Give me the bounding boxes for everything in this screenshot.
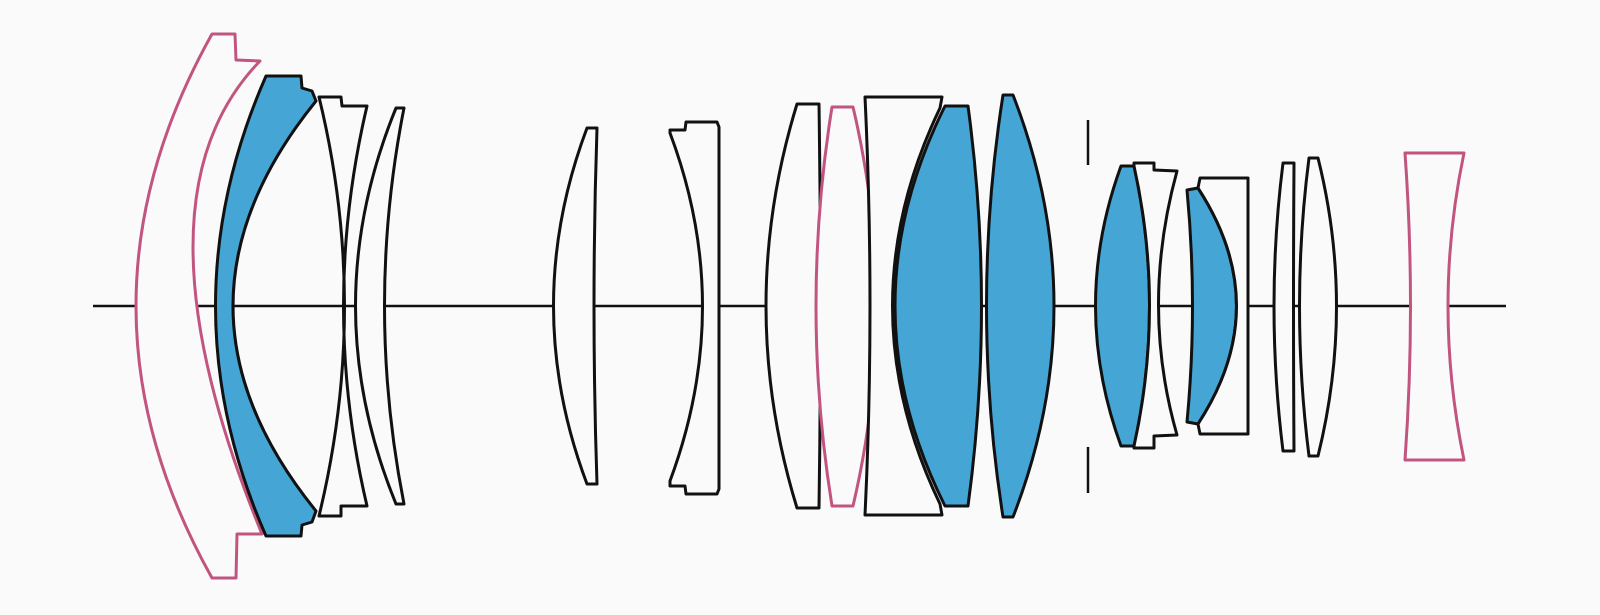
lens-element-7	[764, 102, 822, 510]
lens-element-10	[893, 104, 983, 508]
lens-element-15	[1196, 176, 1250, 436]
lens-element-13	[1132, 161, 1179, 450]
lens-element-17	[1298, 156, 1338, 458]
lens-element-9	[863, 95, 944, 517]
lens-element-2	[214, 74, 318, 538]
lens-element-4	[354, 106, 406, 506]
lens-element-6	[668, 120, 721, 496]
lens-element-11	[985, 93, 1056, 519]
lens-element-3	[317, 95, 369, 518]
lens-element-5	[552, 126, 599, 486]
lens-element-16	[1272, 161, 1296, 453]
lens-element-1	[134, 32, 264, 580]
lens-element-18	[1403, 151, 1466, 462]
